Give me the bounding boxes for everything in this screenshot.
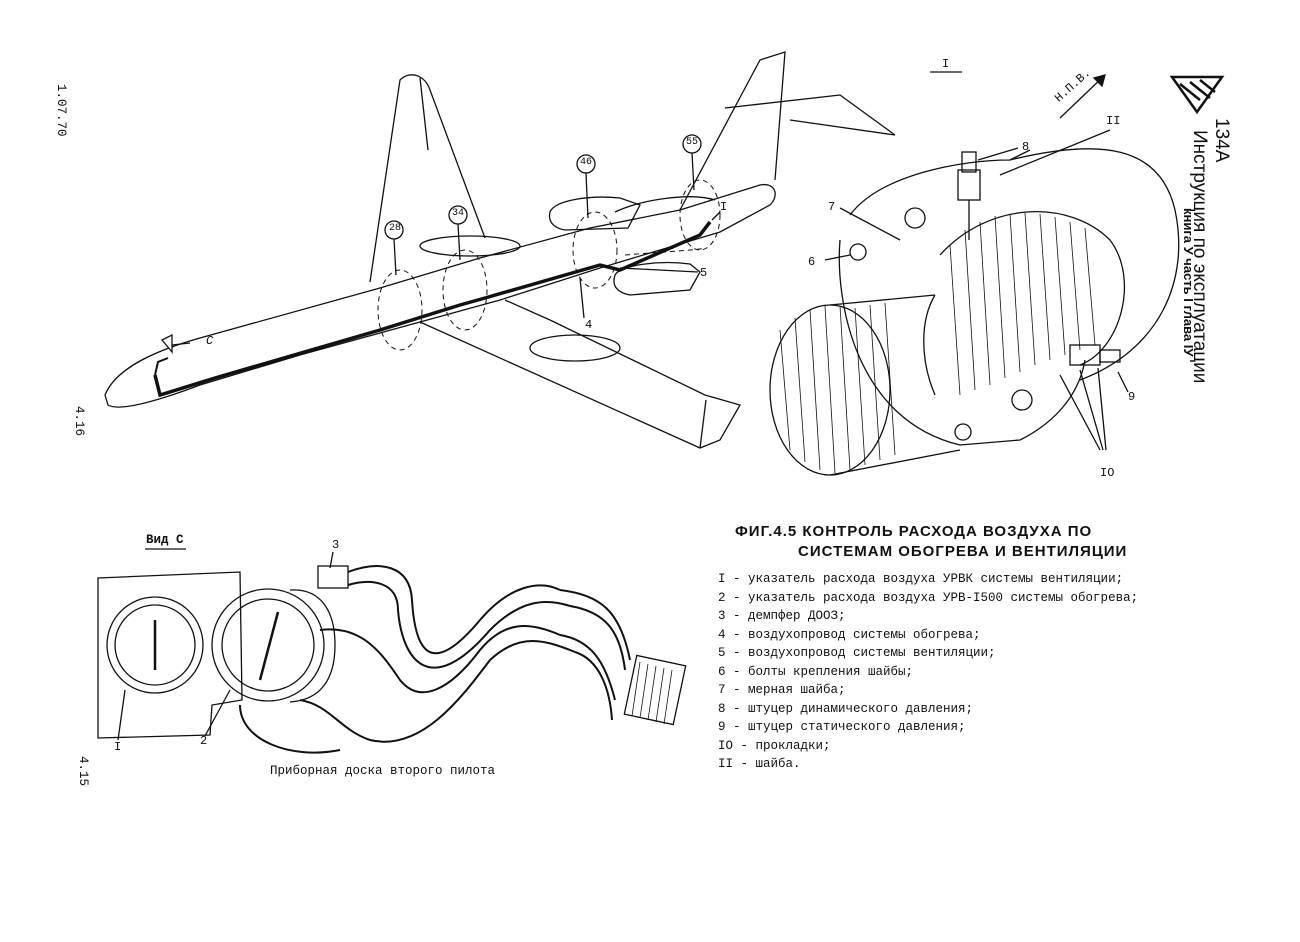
figure-title-line-2: СИСТЕМАМ ОБОГРЕВА И ВЕНТИЛЯЦИИ bbox=[798, 543, 1128, 560]
page-number-bottom: 4.15 bbox=[76, 756, 90, 787]
figure-legend: I - указатель расхода воздуха УРВК систе… bbox=[718, 570, 1138, 774]
callout-11: II bbox=[1106, 114, 1121, 128]
callout-5: 5 bbox=[700, 266, 708, 280]
legend-item: 3 - демпфер ДООЗ; bbox=[718, 609, 846, 623]
callout-6: 6 bbox=[808, 255, 816, 269]
callout-7: 7 bbox=[828, 200, 836, 214]
callout-10: IO bbox=[1100, 466, 1115, 480]
legend-item: 7 - мерная шайба; bbox=[718, 683, 846, 697]
frame-label-46: 46 bbox=[580, 157, 593, 168]
page-number-top: 4.16 bbox=[72, 406, 86, 437]
date-stamp: 1.07.70 bbox=[54, 84, 68, 137]
legend-item: II - шайба. bbox=[718, 757, 801, 771]
legend-item: 9 - штуцер статического давления; bbox=[718, 720, 966, 734]
frame-label-55: 55 bbox=[686, 137, 699, 148]
airplane-drawing bbox=[104, 51, 896, 449]
legend-item: I - указатель расхода воздуха УРВК систе… bbox=[718, 572, 1124, 586]
legend-item: IO - прокладки; bbox=[718, 738, 831, 753]
instrument-panel-drawing bbox=[97, 548, 687, 754]
panel-caption: Приборная доска второго пилота bbox=[270, 764, 496, 778]
legend-item: 6 - болты крепления шайбы; bbox=[718, 664, 914, 679]
callout-2: 2 bbox=[200, 734, 208, 748]
view-label-i: I bbox=[942, 57, 950, 71]
view-c-label: Вид С bbox=[146, 533, 184, 547]
view-c-mark: С bbox=[206, 334, 214, 348]
frame-label-28: 28 bbox=[389, 223, 402, 234]
figure-title-line-1: ФИГ.4.5 КОНТРОЛЬ РАСХОДА ВОЗДУХА ПО bbox=[735, 523, 1093, 540]
publisher-logo bbox=[1169, 75, 1225, 115]
callout-9: 9 bbox=[1128, 390, 1136, 404]
flow-meter-section bbox=[769, 71, 1180, 476]
legend-item: 5 - воздухопровод системы вентиляции; bbox=[718, 646, 996, 660]
callout-8: 8 bbox=[1022, 140, 1030, 154]
legend-item: 4 - воздухопровод системы обогрева; bbox=[718, 627, 981, 642]
aircraft-model: 134А bbox=[1211, 118, 1232, 163]
frame-label-34: 34 bbox=[452, 208, 465, 219]
legend-item: 8 - штуцер динамического давления; bbox=[718, 701, 974, 716]
document-subtitle: книга У часть I глава IУ bbox=[1181, 208, 1196, 357]
callout-3: 3 bbox=[332, 538, 340, 552]
callout-1-panel: I bbox=[114, 740, 122, 754]
legend-item: 2 - указатель расхода воздуха УРВ-I500 с… bbox=[718, 590, 1139, 605]
callout-4: 4 bbox=[585, 318, 593, 332]
callout-1-airplane: I bbox=[720, 200, 728, 214]
